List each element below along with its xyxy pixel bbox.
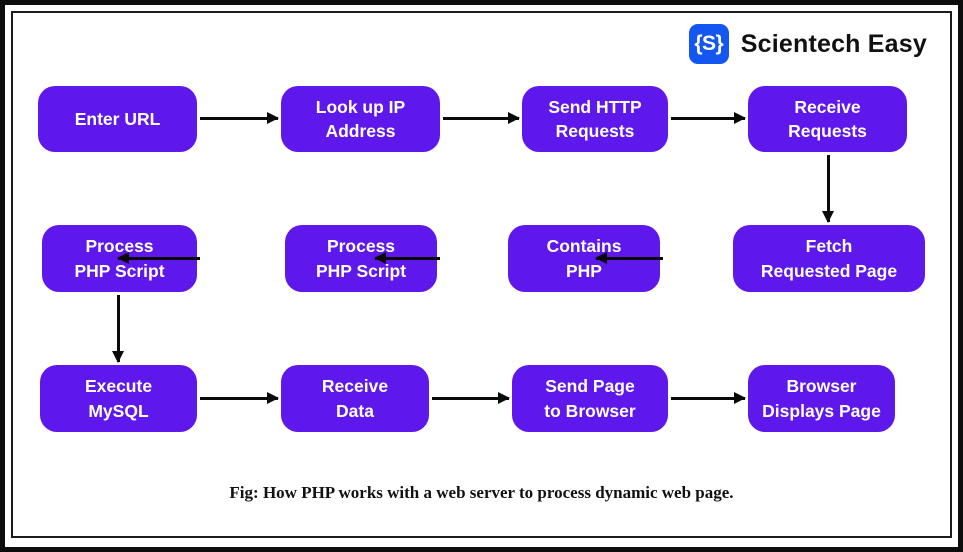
flow-arrow-look-up-ip-to-send-http — [443, 112, 520, 124]
flow-node-label-line: PHP — [566, 260, 602, 281]
flow-node-label-line: Receive — [321, 376, 389, 397]
flow-node-label-line: Send Page — [545, 376, 635, 397]
flow-node-label-line: PHP Script — [315, 260, 407, 281]
flow-node-label-line: Browser — [786, 376, 857, 397]
flow-node-label-line: Requested Page — [760, 260, 898, 281]
flow-arrow-process-php-1-to-execute-mysql — [112, 295, 124, 363]
flow-node-label-line: Address — [325, 121, 396, 141]
flow-node-label: Look up IP Address — [316, 95, 405, 143]
flow-node-enter-url: Enter URL — [38, 86, 197, 152]
flow-arrow-process-php-2-to-process-php-1 — [117, 252, 200, 264]
brand-name: Scientech Easy — [740, 29, 927, 58]
flow-arrow-receive-data-to-send-page — [432, 392, 510, 404]
flow-node-label-line: Enter URL — [74, 108, 161, 129]
flow-node-label: Send Page to Browser — [544, 374, 635, 422]
flow-arrow-fetch-page-to-contains-php — [595, 252, 663, 264]
flow-node-label: Send HTTP Requests — [548, 95, 641, 143]
flow-arrow-send-http-to-receive-requests — [671, 112, 746, 124]
flow-node-label-line: to Browser — [544, 400, 636, 421]
flow-node-label-line: Requests — [555, 121, 635, 141]
flow-arrow-contains-php-to-process-php-2 — [374, 252, 440, 264]
flow-node-label-line: Process — [326, 236, 396, 257]
flow-arrow-receive-requests-to-fetch-page — [822, 155, 834, 223]
flow-node-label-line: Displays Page — [762, 400, 881, 421]
flow-node-label-line: Process — [85, 236, 154, 257]
figure-caption: Fig: How PHP works with a web server to … — [229, 483, 734, 502]
flow-node-look-up-ip: Look up IP Address — [281, 86, 440, 152]
flow-node-label-line: Fetch — [805, 236, 853, 257]
flow-node-label-line: MySQL — [88, 400, 149, 421]
flow-node-send-page: Send Page to Browser — [512, 365, 668, 432]
scientech-logo-icon: {S} — [688, 24, 729, 64]
flow-node-label-line: Contains — [546, 236, 622, 257]
flow-node-label-line: Look up IP — [315, 96, 406, 117]
flow-arrow-send-page-to-browser-displays — [671, 392, 746, 404]
flow-node-label-line: Data — [336, 400, 374, 421]
brand-logo-group: {S} Scientech Easy — [688, 24, 927, 64]
flow-arrow-enter-url-to-look-up-ip — [200, 112, 279, 124]
flow-node-label-line: Requests — [788, 121, 867, 141]
flow-node-label-line: Execute — [84, 376, 153, 397]
flow-node-label: Enter URL — [75, 107, 161, 131]
flow-arrow-execute-mysql-to-receive-data — [200, 392, 279, 404]
flow-node-label-line: PHP Script — [74, 260, 165, 281]
flow-node-label-line: Receive — [794, 96, 861, 117]
flow-node-label-line: Send HTTP — [548, 96, 642, 117]
flow-node-send-http: Send HTTP Requests — [522, 86, 668, 152]
